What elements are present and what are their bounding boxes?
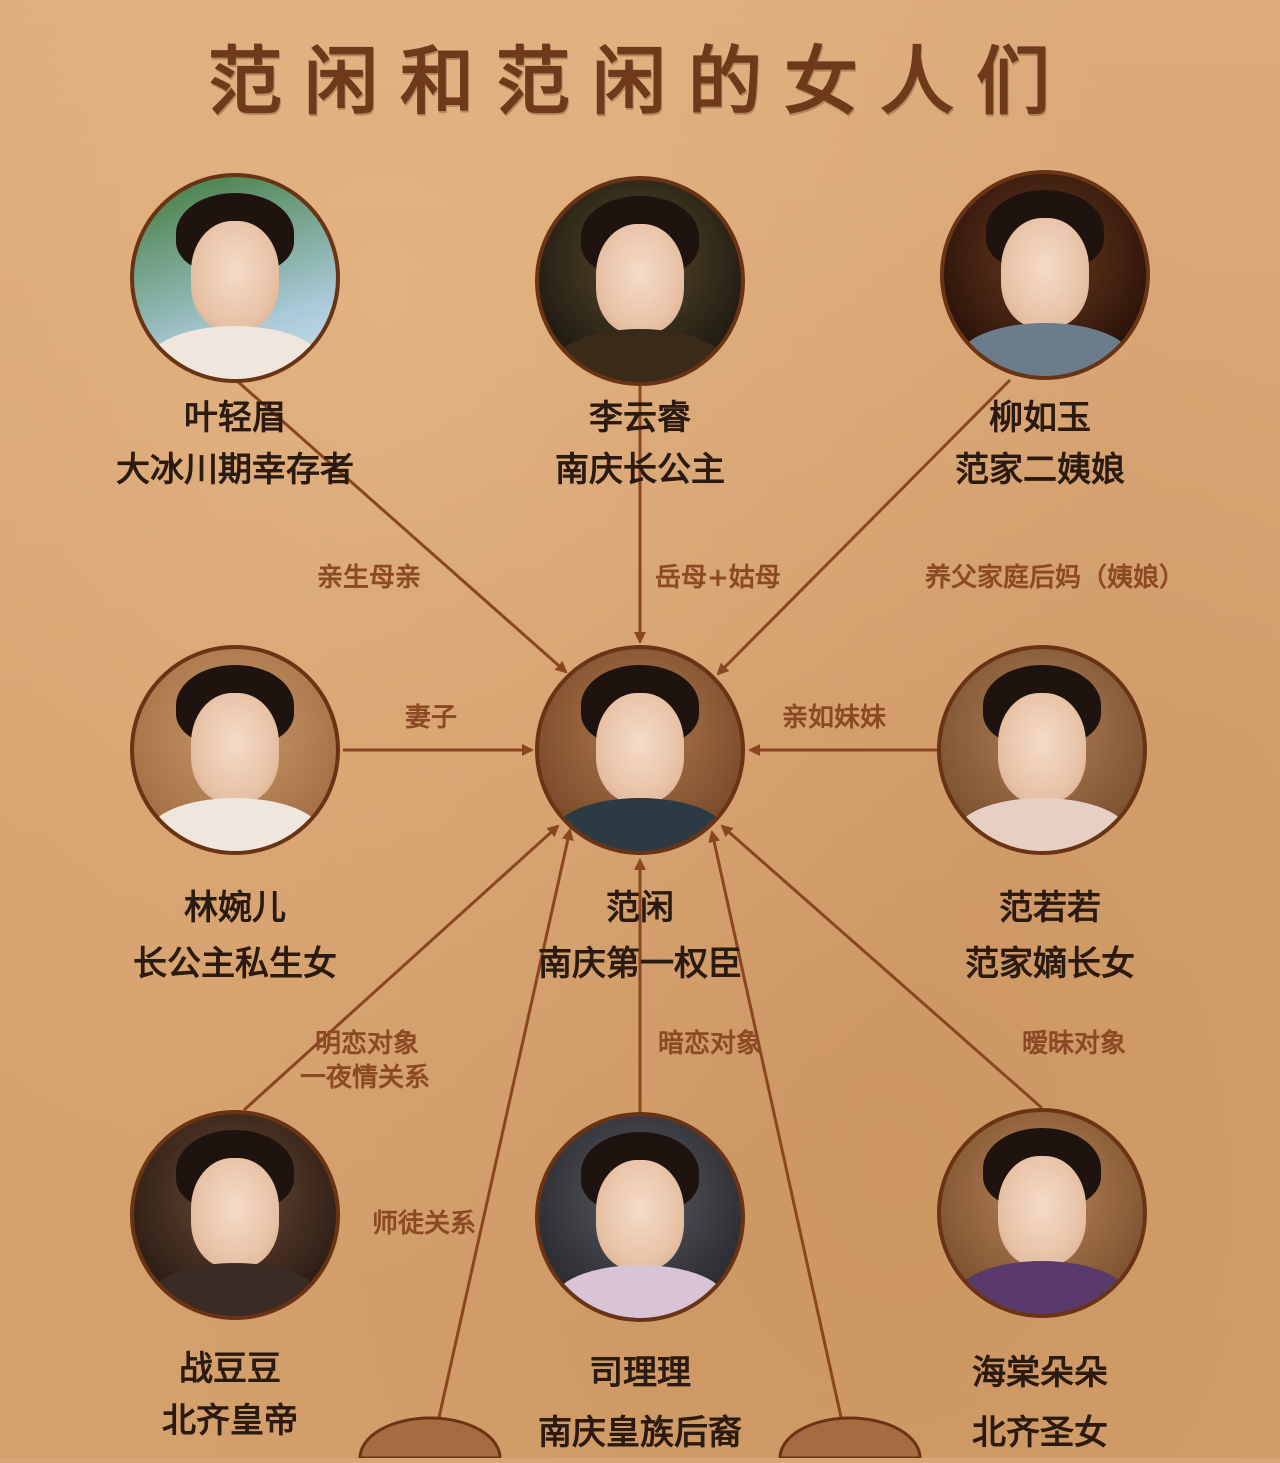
relation-shitu: 师徒关系 [372,1209,477,1239]
label-fan-ruoruo: 范若若 范家嫡长女 [905,880,1195,992]
avatar-liu-ruyu [940,170,1150,380]
avatar-li-yunrui [535,176,745,386]
avatar-si-lili [535,1112,745,1322]
partial-avatar-bottom-right [778,1416,922,1458]
label-si-lili: 司理理 南庆皇族后裔 [495,1343,785,1463]
name-ye-qingmei: 叶轻眉 [184,398,286,438]
relation-ye-qingmei: 亲生母亲 [317,563,422,593]
label-haitang-duoduo: 海棠朵朵 北齐圣女 [895,1343,1185,1463]
relation-lin-waner: 妻子 [405,703,458,733]
desc-liu-ruyu: 范家二姨娘 [955,450,1125,490]
arrow-liu-ruyu [716,378,1012,676]
page-title: 范闲和范闲的女人们 [208,39,1072,125]
name-liu-ruyu: 柳如玉 [989,398,1091,438]
avatar-fan-xian [535,645,745,855]
relation-li-yunrui: 岳母+姑母 [655,563,781,593]
avatar-ye-qingmei [130,173,340,383]
desc-haitang-duoduo: 北齐圣女 [972,1413,1108,1453]
relation-zhan-doudou-1: 明恋对象 [315,1029,420,1059]
relation-liu-ruyu: 养父家庭后妈（姨娘） [925,563,1186,593]
arrow-bottom-left [428,828,574,1458]
name-fan-ruoruo: 范若若 [999,888,1101,928]
relation-si-lili: 暗恋对象 [658,1029,763,1059]
name-fan-xian: 范闲 [606,888,674,928]
partial-avatar-bottom-left [358,1416,502,1458]
avatar-zhan-doudou [130,1110,340,1320]
label-fan-xian: 范闲 南庆第一权臣 [495,880,785,992]
name-haitang-duoduo: 海棠朵朵 [972,1353,1108,1393]
desc-fan-xian: 南庆第一权臣 [538,944,742,984]
desc-lin-waner: 长公主私生女 [133,944,337,984]
name-si-lili: 司理理 [589,1353,691,1393]
label-lin-waner: 林婉儿 长公主私生女 [90,880,380,992]
label-zhan-doudou: 战豆豆 北齐皇帝 [85,1343,375,1447]
avatar-fan-ruoruo [937,645,1147,855]
name-li-yunrui: 李云睿 [589,398,691,438]
avatar-lin-waner [130,645,340,855]
avatar-haitang-duoduo [937,1108,1147,1318]
desc-ye-qingmei: 大冰川期幸存者 [116,450,354,490]
relation-haitang: 暧昧对象 [1022,1029,1127,1059]
label-ye-qingmei: 叶轻眉 大冰川期幸存者 [90,392,380,496]
arrow-haitang [720,824,1043,1110]
label-liu-ruyu: 柳如玉 范家二姨娘 [895,392,1185,496]
name-zhan-doudou: 战豆豆 [179,1349,281,1389]
arrow-ye-qingmei [235,378,568,674]
desc-si-lili: 南庆皇族后裔 [538,1413,742,1453]
desc-fan-ruoruo: 范家嫡长女 [965,944,1135,984]
relation-fan-ruoruo: 亲如妹妹 [782,703,887,733]
label-li-yunrui: 李云睿 南庆长公主 [495,392,785,496]
relation-zhan-doudou-2: 一夜情关系 [300,1063,431,1093]
arrow-zhan-doudou [242,824,560,1112]
arrow-bottom-right [708,830,852,1458]
name-lin-waner: 林婉儿 [184,888,286,928]
desc-zhan-doudou: 北齐皇帝 [162,1401,298,1441]
desc-li-yunrui: 南庆长公主 [555,450,725,490]
